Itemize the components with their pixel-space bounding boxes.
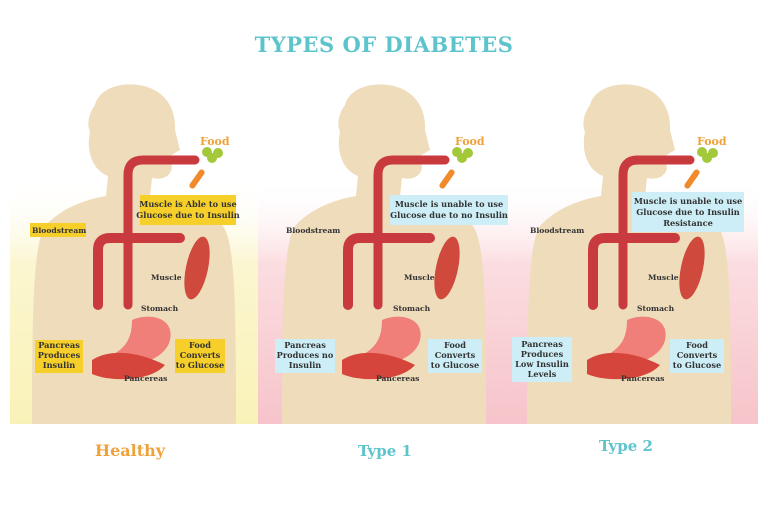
food-label: Food <box>455 135 485 148</box>
pancreas-shape <box>92 352 165 380</box>
panel-caption: Type 1 <box>358 442 412 460</box>
pancreas-box <box>275 339 335 373</box>
muscle-box-line: Glucose due to no Insulin <box>390 210 508 220</box>
bloodstream-label: Bloodstream <box>530 226 584 235</box>
stomach-label: Stomach <box>141 304 179 313</box>
muscle-box-line: Glucose due to Insulin <box>136 210 240 220</box>
muscle-box-line: Muscle is unable to use <box>395 199 503 209</box>
esophagus <box>123 155 200 310</box>
page-title: TYPES OF DIABETES <box>255 32 514 57</box>
food-icon <box>684 147 718 189</box>
food-box <box>175 339 225 373</box>
pancreas-box-line: Insulin <box>43 360 76 370</box>
pancreas-shape <box>587 352 660 380</box>
pancreas-box-line: Produces <box>521 349 564 359</box>
esophagus <box>618 155 695 310</box>
panel-type1: Food Muscle is unable to use Glucose due… <box>258 84 508 460</box>
muscle-label: Muscle <box>151 273 182 282</box>
stomach-shape <box>358 316 421 365</box>
muscle-shape <box>184 236 210 300</box>
stomach-label: Stomach <box>393 304 431 313</box>
muscle-box-line: Muscle is Able to use <box>139 199 236 209</box>
muscle-label: Muscle <box>404 273 435 282</box>
pancreas-box <box>35 340 83 373</box>
panel-healthy: Food Muscle is Able to use Glucose due t… <box>10 84 258 460</box>
muscle-box-line: Muscle is unable to use <box>634 196 742 206</box>
pancreas-shape <box>342 352 415 380</box>
bloodstream-vessel <box>588 233 680 310</box>
panel-type2: Food Muscle is unable to use Glucose due… <box>508 84 758 455</box>
pancreas-box <box>512 337 572 382</box>
pancreas-box-line: Insulin <box>289 360 322 370</box>
food-label: Food <box>697 135 727 148</box>
pancreas-label: Pancereas <box>124 374 167 383</box>
pancreas-box-line: Pancreas <box>521 339 563 349</box>
stomach-shape <box>603 316 666 365</box>
muscle-shape <box>679 236 705 300</box>
pancreas-box-line: Pancreas <box>38 340 80 350</box>
bloodstream-box <box>30 223 86 237</box>
bloodstream-vessel <box>343 233 435 310</box>
food-box-line: Food <box>686 340 708 350</box>
panel-caption: Healthy <box>95 441 166 460</box>
bloodstream-label: Bloodstream <box>286 226 340 235</box>
food-box-line: Converts <box>677 350 718 360</box>
muscle-box-line: Resistance <box>663 218 713 228</box>
muscle-shape <box>434 236 460 300</box>
pancreas-label: Pancereas <box>376 374 419 383</box>
food-icon <box>439 147 473 189</box>
bloodstream-label: Bloodstream <box>32 226 86 235</box>
stomach-shape <box>108 316 171 365</box>
food-box-line: Converts <box>435 350 476 360</box>
pancreas-box-line: Produces <box>38 350 81 360</box>
food-box-line: Food <box>444 340 466 350</box>
food-box <box>428 339 482 373</box>
muscle-box <box>140 195 236 225</box>
food-box <box>670 339 724 373</box>
esophagus <box>373 155 450 310</box>
pancreas-box-line: Produces no <box>277 350 334 360</box>
muscle-box <box>632 192 744 232</box>
food-box-line: to Glucose <box>431 360 479 370</box>
food-box-line: to Glucose <box>176 360 224 370</box>
stomach-label: Stomach <box>637 304 675 313</box>
pancreas-box-line: Pancreas <box>284 340 326 350</box>
food-label: Food <box>200 135 230 148</box>
food-icon <box>189 147 223 189</box>
pancreas-box-line: Low Insulin <box>515 359 569 369</box>
bloodstream-vessel <box>93 233 185 310</box>
pancreas-label: Pancereas <box>621 374 664 383</box>
pancreas-box-line: Levels <box>528 369 557 379</box>
panel-caption: Type 2 <box>599 437 653 455</box>
food-box-line: to Glucose <box>673 360 721 370</box>
muscle-label: Muscle <box>648 273 679 282</box>
food-box-line: Food <box>189 340 211 350</box>
food-box-line: Converts <box>180 350 221 360</box>
muscle-box-line: Glucose due to Insulin <box>636 207 740 217</box>
muscle-box <box>390 195 508 225</box>
